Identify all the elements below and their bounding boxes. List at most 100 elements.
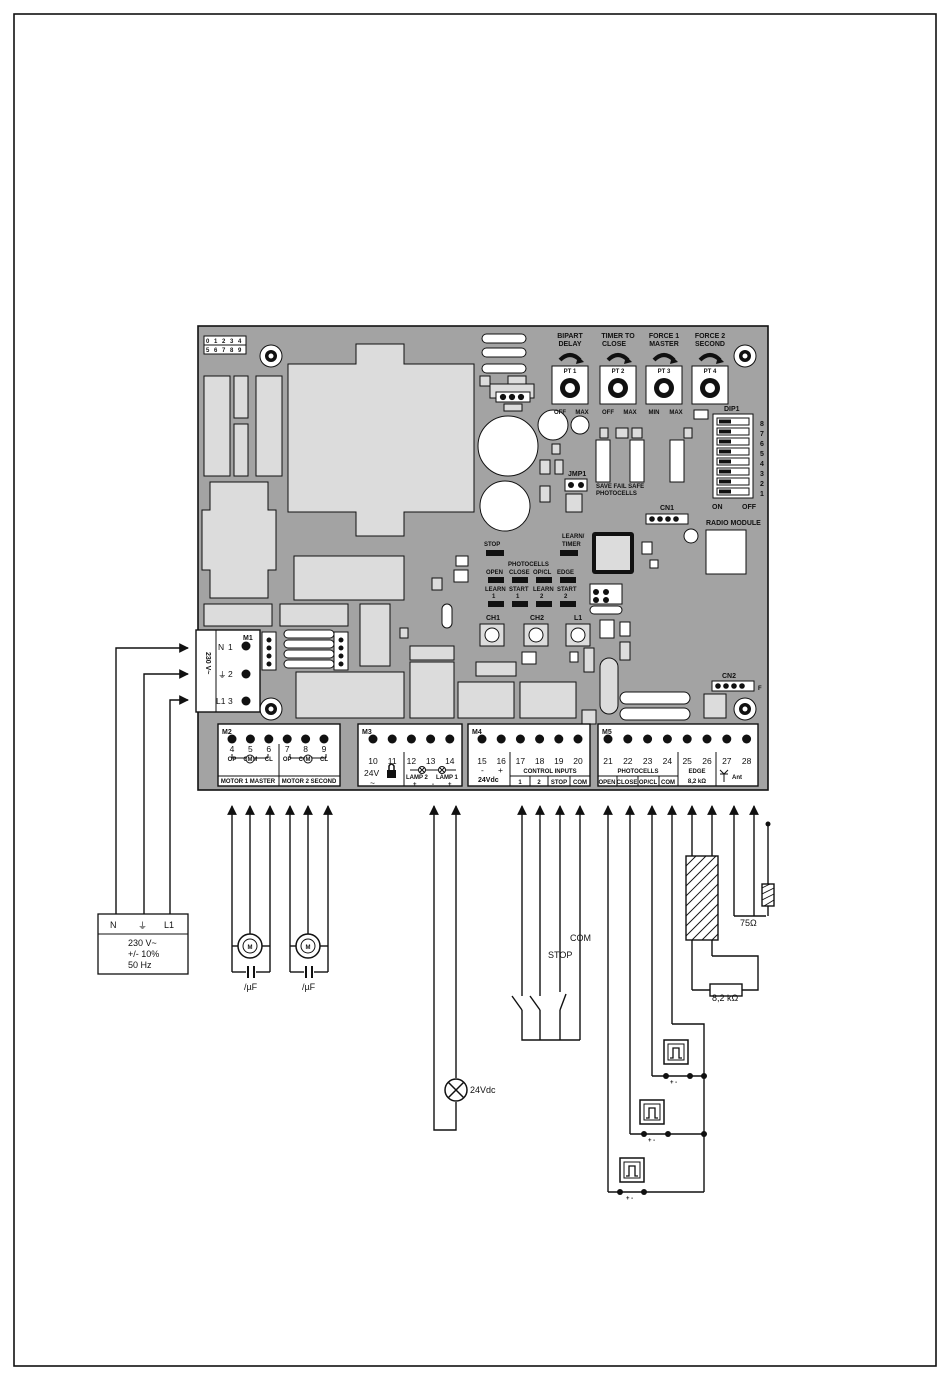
trimmer-min: OFF bbox=[554, 410, 566, 416]
terminal-number: 17 bbox=[516, 756, 526, 766]
trimmer-pt3[interactable]: FORCE 1 MASTER PT 3 MIN MAX bbox=[645, 333, 683, 416]
terminal-number: 27 bbox=[722, 756, 732, 766]
button-label: CH1 bbox=[486, 615, 500, 622]
terminal-screw[interactable] bbox=[535, 734, 545, 744]
dip1-number: 3 bbox=[760, 471, 764, 478]
dip-slot[interactable] bbox=[716, 487, 750, 496]
supply-line: 50 Hz bbox=[128, 960, 152, 970]
m5-title: M5 bbox=[602, 729, 612, 736]
terminal-screw[interactable] bbox=[573, 734, 583, 744]
crystal bbox=[479, 333, 535, 412]
dip-slot[interactable] bbox=[716, 477, 750, 486]
trimmer-max: MAX bbox=[669, 410, 682, 416]
terminal-screw[interactable] bbox=[227, 734, 237, 744]
ch1-button[interactable]: CH1 bbox=[479, 615, 505, 647]
dip-slot[interactable] bbox=[716, 427, 750, 436]
terminal-screw[interactable] bbox=[682, 734, 692, 744]
component bbox=[338, 645, 344, 651]
power-supply-box: N ⏚ L1 230 V~ +/- 10% 50 Hz bbox=[97, 913, 189, 975]
terminal-screw[interactable] bbox=[264, 734, 274, 744]
motor-symbol: M bbox=[248, 945, 253, 951]
trimmer-pt2[interactable]: TIMER TO CLOSE PT 2 OFF MAX bbox=[599, 333, 637, 416]
lamp-wiring bbox=[429, 805, 461, 1131]
terminal-number: 21 bbox=[603, 756, 613, 766]
terminal-screw[interactable] bbox=[722, 734, 732, 744]
led-label: STOP bbox=[484, 542, 500, 548]
trimmer-pt4[interactable]: FORCE 2 SECOND PT 4 bbox=[691, 333, 729, 405]
m5-sub-label: OP/CL bbox=[639, 780, 658, 786]
ch2-button[interactable]: CH2 bbox=[523, 615, 549, 647]
button-label: CH2 bbox=[530, 615, 544, 622]
terminal-screw[interactable] bbox=[643, 734, 653, 744]
led-panel: STOP LEARN/ TIMER PHOTOCELLS OPEN CLOSE … bbox=[484, 534, 585, 607]
terminal-screw[interactable] bbox=[742, 734, 752, 744]
dip1-number: 2 bbox=[760, 481, 764, 488]
motor-icon: M bbox=[237, 933, 263, 959]
terminal-screw[interactable] bbox=[282, 734, 292, 744]
dip-legend-cell: 9 bbox=[238, 348, 242, 354]
dip1-switch[interactable]: DIP1 ON OFF 8 7 6 5 4 3 2 1 bbox=[712, 406, 764, 511]
terminal-screw[interactable] bbox=[515, 734, 525, 744]
terminal-screw[interactable] bbox=[702, 734, 712, 744]
antenna-icon bbox=[719, 769, 729, 782]
terminal-screw[interactable] bbox=[406, 734, 416, 744]
terminal-screw[interactable] bbox=[496, 734, 506, 744]
component bbox=[603, 597, 609, 603]
terminal-screw[interactable] bbox=[603, 734, 613, 744]
terminal-screw[interactable] bbox=[554, 734, 564, 744]
terminal-screw[interactable] bbox=[445, 734, 455, 744]
dip-legend-cell: 8 bbox=[230, 348, 234, 354]
terminal-number: 7 bbox=[285, 744, 290, 754]
terminal-screw[interactable] bbox=[387, 734, 397, 744]
m5-sub-label: CLOSE bbox=[617, 780, 638, 786]
m1-terminal-block[interactable]: M1 230 V~ N ⏚ L1 1 2 3 bbox=[195, 629, 261, 713]
resistor-82k-label: 8,2 kΩ bbox=[712, 993, 739, 1003]
m1-pin-number: 1 bbox=[228, 642, 233, 652]
supply-pin-label: L1 bbox=[164, 920, 174, 930]
dip-legend-cell: 4 bbox=[238, 339, 242, 345]
lamp-icon bbox=[418, 766, 426, 774]
terminal-number: 15 bbox=[477, 756, 487, 766]
terminal-screw[interactable] bbox=[319, 734, 329, 744]
trimmer-min: OFF bbox=[602, 410, 614, 416]
radio-module[interactable]: RADIO MODULE bbox=[705, 520, 761, 575]
dip-slot[interactable] bbox=[716, 467, 750, 476]
dip-slot[interactable] bbox=[716, 437, 750, 446]
dip-slot[interactable] bbox=[716, 417, 750, 426]
trimmer-pt1[interactable]: BIPART DELAY PT 1 OFF MAX bbox=[551, 333, 589, 416]
terminal-screw[interactable] bbox=[623, 734, 633, 744]
dip-slot[interactable] bbox=[716, 457, 750, 466]
terminal-screw[interactable] bbox=[426, 734, 436, 744]
terminal-number: 24 bbox=[663, 756, 673, 766]
lock-icon bbox=[387, 763, 396, 778]
dip-knob bbox=[719, 429, 731, 434]
led-label: TIMER bbox=[562, 542, 581, 548]
cn1-connector[interactable]: CN1 bbox=[645, 505, 689, 525]
terminal-number: 10 bbox=[368, 756, 378, 766]
m4-control-inputs-label: CONTROL INPUTS bbox=[523, 769, 576, 775]
terminal-number: 25 bbox=[682, 756, 692, 766]
terminal-screw[interactable] bbox=[245, 734, 255, 744]
trimmer-label: BIPART bbox=[557, 333, 583, 340]
terminal-number: 16 bbox=[496, 756, 506, 766]
terminal-screw[interactable] bbox=[477, 734, 487, 744]
led-label: PHOTOCELLS bbox=[508, 562, 549, 568]
cn2-connector[interactable]: CN2 F bbox=[711, 673, 762, 692]
dip-knob bbox=[719, 459, 731, 464]
resistor-icon bbox=[709, 983, 743, 997]
m2-terminal-block[interactable]: M2 4OP5COM6CL7OP8COM9CL M M MOTOR 1 MAST… bbox=[217, 723, 341, 787]
terminal-number: 26 bbox=[702, 756, 712, 766]
trimmer-id: PT 1 bbox=[564, 369, 577, 375]
terminal-screw[interactable] bbox=[662, 734, 672, 744]
terminal-screw[interactable] bbox=[301, 734, 311, 744]
l1-button[interactable]: L1 bbox=[565, 615, 591, 647]
terminal-screw[interactable] bbox=[368, 734, 378, 744]
dip-legend-cell: 7 bbox=[222, 348, 226, 354]
jmp1-jumper[interactable]: JMP1 SAVE FAIL SAFE PHOTOCELLS bbox=[564, 471, 644, 497]
terminal-number: 20 bbox=[573, 756, 583, 766]
terminal-number: 11 bbox=[388, 756, 397, 766]
dip-slot[interactable] bbox=[716, 447, 750, 456]
